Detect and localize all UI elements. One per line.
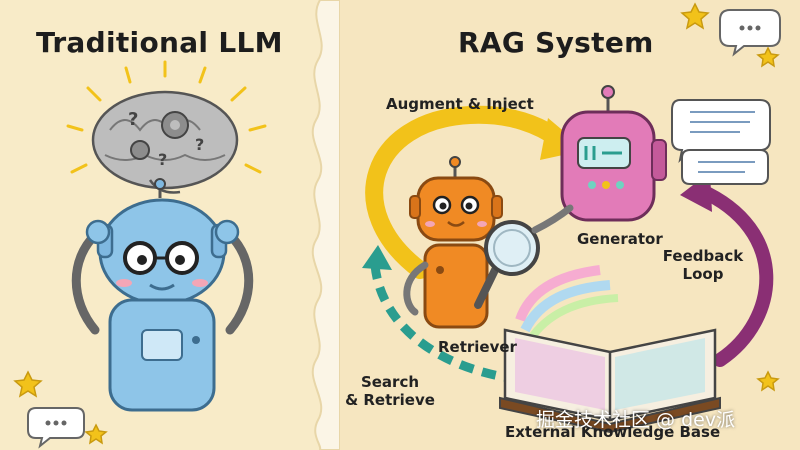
knowledge-beam [515,265,619,343]
svg-text:?: ? [128,109,138,130]
retriever-robot-icon [403,156,503,329]
generator-label: Generator [577,230,663,248]
rag-system-title: RAG System [458,26,654,59]
confusion-rays [66,60,267,174]
generated-text-bubble-icon [671,99,771,185]
brain-icon: ? ? ? [91,90,239,194]
svg-text:?: ? [195,135,204,154]
confused-robot-icon [71,178,254,412]
magnifying-glass-icon [474,204,574,309]
right-star-icons [680,2,780,392]
left-speech-bubble-icon [27,407,85,449]
feedback-loop-label: Feedback Loop [662,247,744,283]
watermark: 掘金技术社区 @ dev派 [536,409,736,431]
augment-inject-label: Augment & Inject [386,95,534,113]
left-star-icons [13,370,108,445]
traditional-llm-title: Traditional LLM [36,26,283,59]
external-knowledge-book-icon [499,328,721,434]
retriever-label: Retriever [438,338,517,356]
search-retrieve-arrow [362,245,511,383]
torn-paper-divider [311,0,340,450]
search-retrieve-label: Search & Retrieve [345,373,435,409]
generator-robot-icon [560,85,667,222]
svg-text:?: ? [158,150,167,169]
right-speech-bubble-icon [719,9,781,57]
external-knowledge-base-label: External Knowledge Base [505,423,721,441]
